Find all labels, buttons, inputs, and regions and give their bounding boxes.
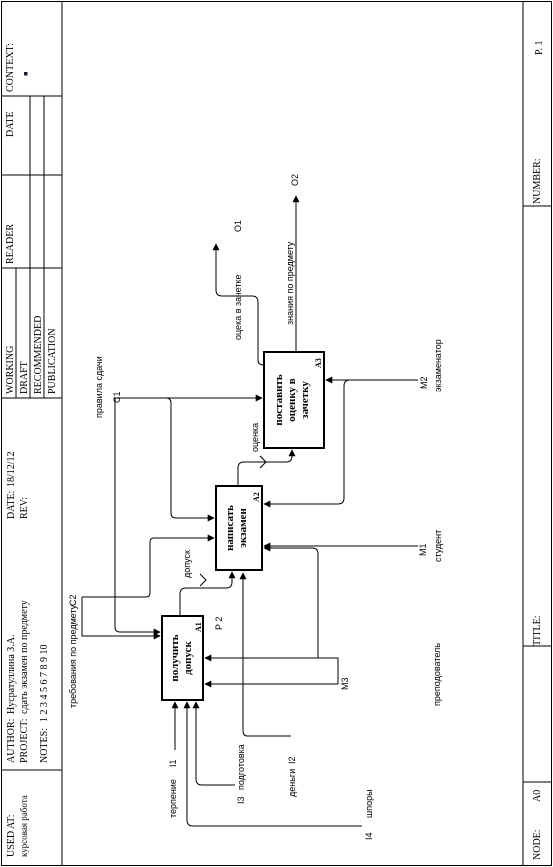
project-value: сдать экзамен по предмету [19,600,30,714]
box-a3-line3: зачетку [299,381,311,419]
header-block: USED AT: курсовая работа AUTHOR: Нусрату… [1,43,62,857]
reader-label: READER [5,224,16,264]
status-draft: DRAFT [19,361,30,394]
box-a1: получить допуск A1 [161,615,204,701]
used-at-label: USED AT: [6,814,17,857]
arrow-i1: I1 терпение [168,701,179,818]
arrow-i3: I3 подготовка [192,701,246,804]
box-a2-line1: написать [224,505,236,551]
box-a3-line2: оценку в [286,378,298,421]
project-label: PROJECT: [19,718,30,763]
arrow-i2-code: I2 [287,756,297,764]
arrow-o2-code: O2 [290,174,300,186]
footer-block: NODE: A0 TITLE: NUMBER: P. 1 [523,41,552,860]
arrow-i4-label: шпоры [364,789,374,818]
date-col-label: DATE [5,111,16,137]
arrow-m3-code: M3 [340,677,350,690]
arrow-m3: M3 преподователь [204,544,442,706]
arrow-i1-label: терпение [168,779,178,818]
arrow-i3-label: подготовка [236,744,246,790]
arrow-p2-code: P 2 [214,617,224,630]
arrow-ocenka: оценка [237,423,296,486]
used-at-value: курсовая работа [19,795,29,857]
author-value: Нусратуллина З.А. [6,635,17,715]
arrow-i3-code: I3 [236,796,246,804]
title-label: TITLE: [532,615,543,646]
arrow-c2-code: C2 [68,594,78,606]
arrow-c1-code: C1 [112,391,122,403]
arrow-m3-label: преподователь [432,643,442,706]
arrow-i4: I4 шпоры [183,701,374,840]
arrow-m1: M1 студент [263,530,443,562]
number-label: NUMBER: [532,158,543,204]
box-a2-id: A2 [252,492,261,502]
arrow-c2: C2 требования по предмету [68,534,215,708]
status-recommended: RECOMMENDED [33,316,44,394]
box-a1-line1: получить [169,634,181,681]
arrow-dopusk-label: допуск [182,550,192,578]
arrow-ocenka-label: оценка [250,423,260,452]
status-working: WORKING [5,346,16,394]
page-number: P. 1 [534,41,545,55]
arrow-m1-label: студент [433,530,443,562]
context-marker [24,72,28,76]
arrow-c1-label: правила сдачи [94,356,104,418]
date-label: DATE: [6,491,17,519]
arrow-o1-code: O1 [233,220,243,232]
arrow-m2-code: M2 [419,376,429,389]
box-a2: написать экзамен A2 [215,485,263,571]
author-label: AUTHOR: [6,719,17,763]
notes-value: 1 2 3 4 5 6 7 8 9 10 [39,645,50,723]
box-a2-line2: экзамен [237,508,249,548]
arrow-o1-label: оцека в зачетке [233,275,243,340]
box-a3: поставить оценку в зачетку A3 [263,351,325,449]
box-a1-id: A1 [194,622,203,632]
box-a3-line1: поставить [273,374,285,425]
arrow-i2: I2 деньги [239,572,297,797]
node-value: A0 [532,790,543,802]
arrow-o2: O2 знания по предмету [285,174,300,352]
arrow-dopusk: допуск P 2 [179,550,236,630]
arrow-o2-label: знания по предмету [285,241,295,325]
arrow-c2-label: требования по предмету [68,604,78,708]
box-a3-id: A3 [314,358,323,368]
context-label: CONTEXT: [5,43,16,92]
arrow-m1-code: M1 [418,543,428,556]
node-label: NODE: [532,829,543,860]
arrow-m2-label: экзаменатор [433,339,443,392]
arrow-i1-code: I1 [168,759,178,767]
arrow-i4-code: I4 [364,832,374,840]
arrow-c1: C1 правила сдачи [94,356,263,636]
arrow-i2-label: деньги [287,769,297,797]
notes-label: NOTES: [39,728,50,763]
box-a1-line2: допуск [182,640,194,674]
rev-label: REV: [19,497,30,519]
status-publication: PUBLICATION [47,328,58,394]
arrow-o1: O1 оцека в зачетке [212,220,265,366]
date-value: 18/12/12 [6,451,17,487]
arrow-m2: M2 экзаменатор [263,339,443,508]
